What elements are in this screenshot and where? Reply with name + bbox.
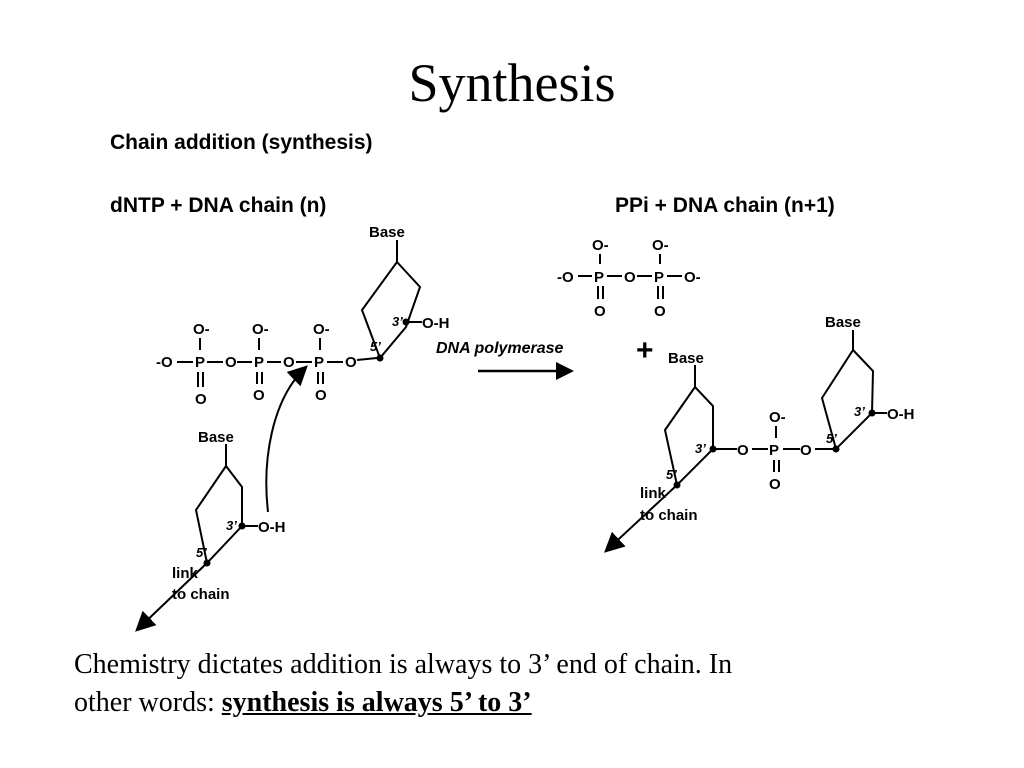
dntp-oh: O-H — [422, 315, 450, 332]
dntp-five-prime: 5’ — [370, 339, 381, 354]
chain-n1-o-bridge-left: O — [737, 442, 749, 459]
section-heading: Chain addition (synthesis) — [110, 131, 373, 154]
chain-n1-five-prime-left: 5’ — [666, 467, 677, 482]
chain-n1-link-line2: to chain — [640, 507, 698, 524]
chain-n1-five-prime-right: 5’ — [826, 431, 837, 446]
chain-n-base-label: Base — [198, 429, 234, 446]
chain-n-oh: O-H — [258, 519, 286, 536]
ppi-p-1: P — [594, 269, 604, 286]
dntp-p-2: P — [254, 354, 264, 371]
caption-line-1: Chemistry dictates addition is always to… — [74, 649, 733, 680]
caption-emphasis: synthesis is always 5’ to 3’ — [221, 687, 532, 718]
dntp-o-minus-2: O- — [252, 321, 269, 338]
dntp-molecule: O- O- O- -O P O P O P O O O O — [156, 224, 450, 408]
dntp-o-bridge-3: O — [345, 354, 357, 371]
dntp-o-3: O — [315, 387, 327, 404]
dntp-p-1: P — [195, 354, 205, 371]
pyrophosphate: O- O- -O P O P O- O O + — [557, 237, 701, 367]
chain-n1-oh: O-H — [887, 406, 915, 423]
chain-n1-three-prime-right: 3’ — [854, 404, 865, 419]
enzyme-label: DNA polymerase — [436, 340, 564, 357]
dntp-o-bridge-1: O — [225, 354, 237, 371]
ppi-o-bridge: O — [624, 269, 636, 286]
dna-chain-n-plus-1: Base 3’ 5’ link to chain O O- P O O Base… — [604, 314, 915, 553]
ppi-o-2: O — [654, 303, 666, 320]
plus-sign: + — [636, 334, 654, 367]
dntp-o-minus-1: O- — [193, 321, 210, 338]
chain-n1-o-bridge-right: O — [800, 442, 812, 459]
dna-chain-n: Base 3’ 5’ O-H link to chain — [135, 365, 308, 632]
chain-n1-base-label-left: Base — [668, 350, 704, 367]
chain-n1-o-minus: O- — [769, 409, 786, 426]
chain-n1-three-prime-left: 3’ — [695, 441, 706, 456]
slide-title: Synthesis — [408, 53, 616, 113]
dntp-three-prime: 3’ — [392, 314, 403, 329]
chain-n-five-prime: 5’ — [196, 545, 207, 560]
caption: Chemistry dictates addition is always to… — [74, 646, 974, 722]
dntp-o-bridge-2: O — [283, 354, 295, 371]
ppi-o-right: O- — [684, 269, 701, 286]
dntp-o-2: O — [253, 387, 265, 404]
ppi-o-minus-2: O- — [652, 237, 669, 254]
chain-n1-link-line1: link — [640, 485, 666, 502]
ppi-minus-o: -O — [557, 269, 574, 286]
chain-n1-p: P — [769, 442, 779, 459]
dntp-minus-o: -O — [156, 354, 173, 371]
right-equation: PPi + DNA chain (n+1) — [615, 194, 835, 217]
chain-n-link-line2: to chain — [172, 586, 230, 603]
chain-n-link-line1: link — [172, 565, 198, 582]
chain-n1-o-double: O — [769, 476, 781, 493]
caption-line-2-prefix: other words: — [74, 687, 222, 718]
ppi-o-minus-1: O- — [592, 237, 609, 254]
dntp-p-3: P — [314, 354, 324, 371]
dntp-base-label: Base — [369, 224, 405, 241]
chain-n1-base-label-right: Base — [825, 314, 861, 331]
caption-line-2: other words: synthesis is always 5’ to 3… — [74, 684, 974, 722]
ppi-o-1: O — [594, 303, 606, 320]
chain-n-three-prime: 3’ — [226, 518, 237, 533]
dntp-o-1: O — [195, 391, 207, 408]
reaction-arrow: DNA polymerase — [436, 340, 574, 380]
ppi-p-2: P — [654, 269, 664, 286]
left-equation: dNTP + DNA chain (n) — [110, 194, 326, 217]
dntp-o-minus-3: O- — [313, 321, 330, 338]
